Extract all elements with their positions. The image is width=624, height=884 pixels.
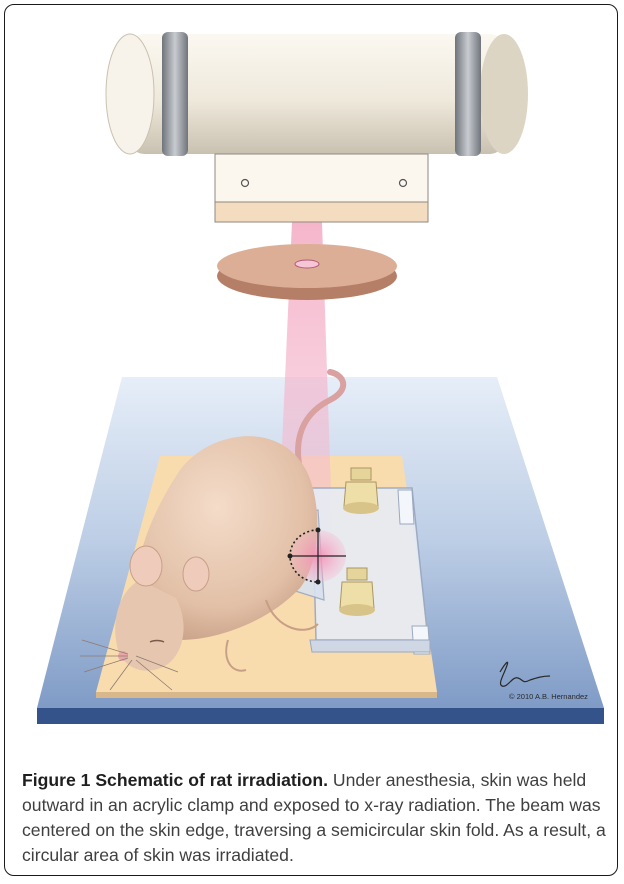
figure-caption: Figure 1 Schematic of rat irradiation. U…	[22, 768, 606, 868]
aperture-disc	[217, 244, 397, 300]
caption-title: Figure 1 Schematic of rat irradiation.	[22, 770, 328, 790]
signature-text: © 2010 A.B. Hernandez	[509, 692, 588, 701]
collimator	[215, 154, 428, 222]
x-ray-tube	[106, 32, 528, 156]
rat-irradiation-illustration: © 2010 A.B. Hernandez	[0, 0, 624, 760]
